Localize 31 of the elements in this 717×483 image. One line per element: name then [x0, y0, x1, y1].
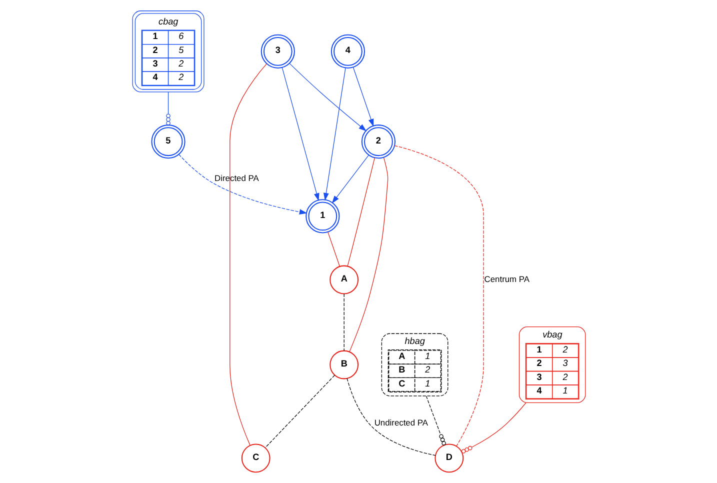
connector [327, 232, 340, 267]
connector [394, 145, 484, 446]
arrow [331, 154, 369, 204]
connector [166, 92, 170, 122]
arrow [281, 67, 319, 202]
connector [346, 157, 375, 267]
arrow [178, 154, 307, 215]
node-circle: A [329, 265, 358, 294]
node-box: hbag A 1 B 2 C 1 [380, 333, 448, 396]
arrow [288, 63, 366, 132]
arrow [322, 68, 346, 201]
connector [343, 294, 344, 352]
node-box: cbag 1 6 2 5 3 2 4 2 [132, 10, 204, 92]
node-circle: B [329, 350, 358, 380]
connector [229, 64, 266, 446]
node-circle: C [240, 444, 270, 473]
node-box: vbag 1 2 2 3 3 2 4 1 [518, 326, 586, 404]
node-circle: 1 [305, 199, 340, 234]
edge-label: Undirected PA [374, 418, 428, 428]
connector [264, 374, 334, 448]
node-circle: 2 [360, 124, 396, 159]
connector [348, 157, 388, 352]
node-circle: D [434, 444, 464, 473]
connector [346, 378, 436, 456]
node-circle: 3 [260, 34, 294, 68]
node-circle: 5 [150, 124, 185, 159]
connector [425, 396, 444, 442]
arrow [352, 66, 374, 127]
node-circle: 4 [330, 34, 365, 68]
connector [464, 402, 526, 452]
edge-label: Centrum PA [484, 274, 530, 284]
